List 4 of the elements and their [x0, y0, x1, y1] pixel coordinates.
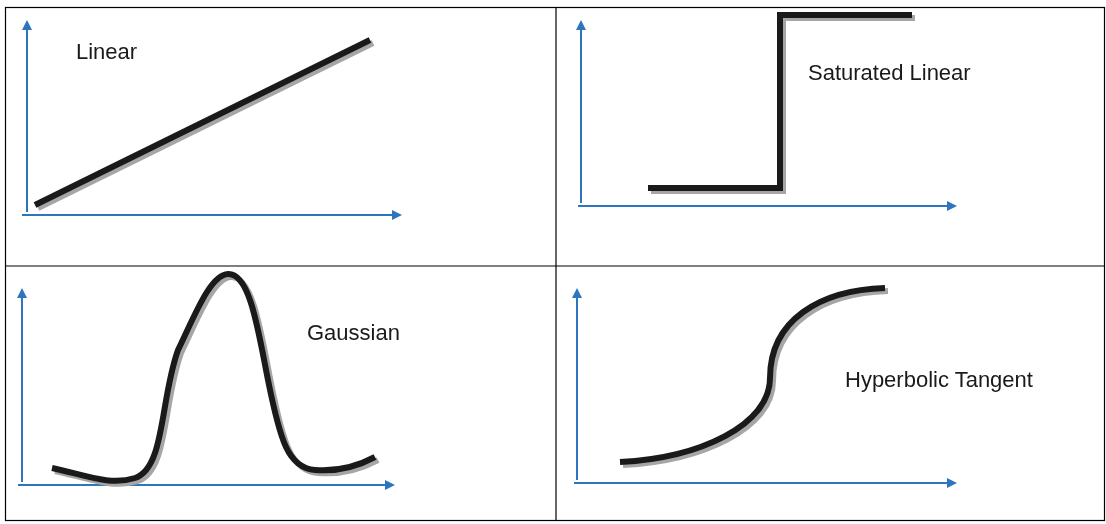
function-label: Linear — [76, 41, 138, 63]
function-label: Saturated Linear — [808, 62, 971, 84]
function-label: Gaussian — [307, 322, 400, 344]
function-label: Hyperbolic Tangent — [845, 369, 1033, 391]
